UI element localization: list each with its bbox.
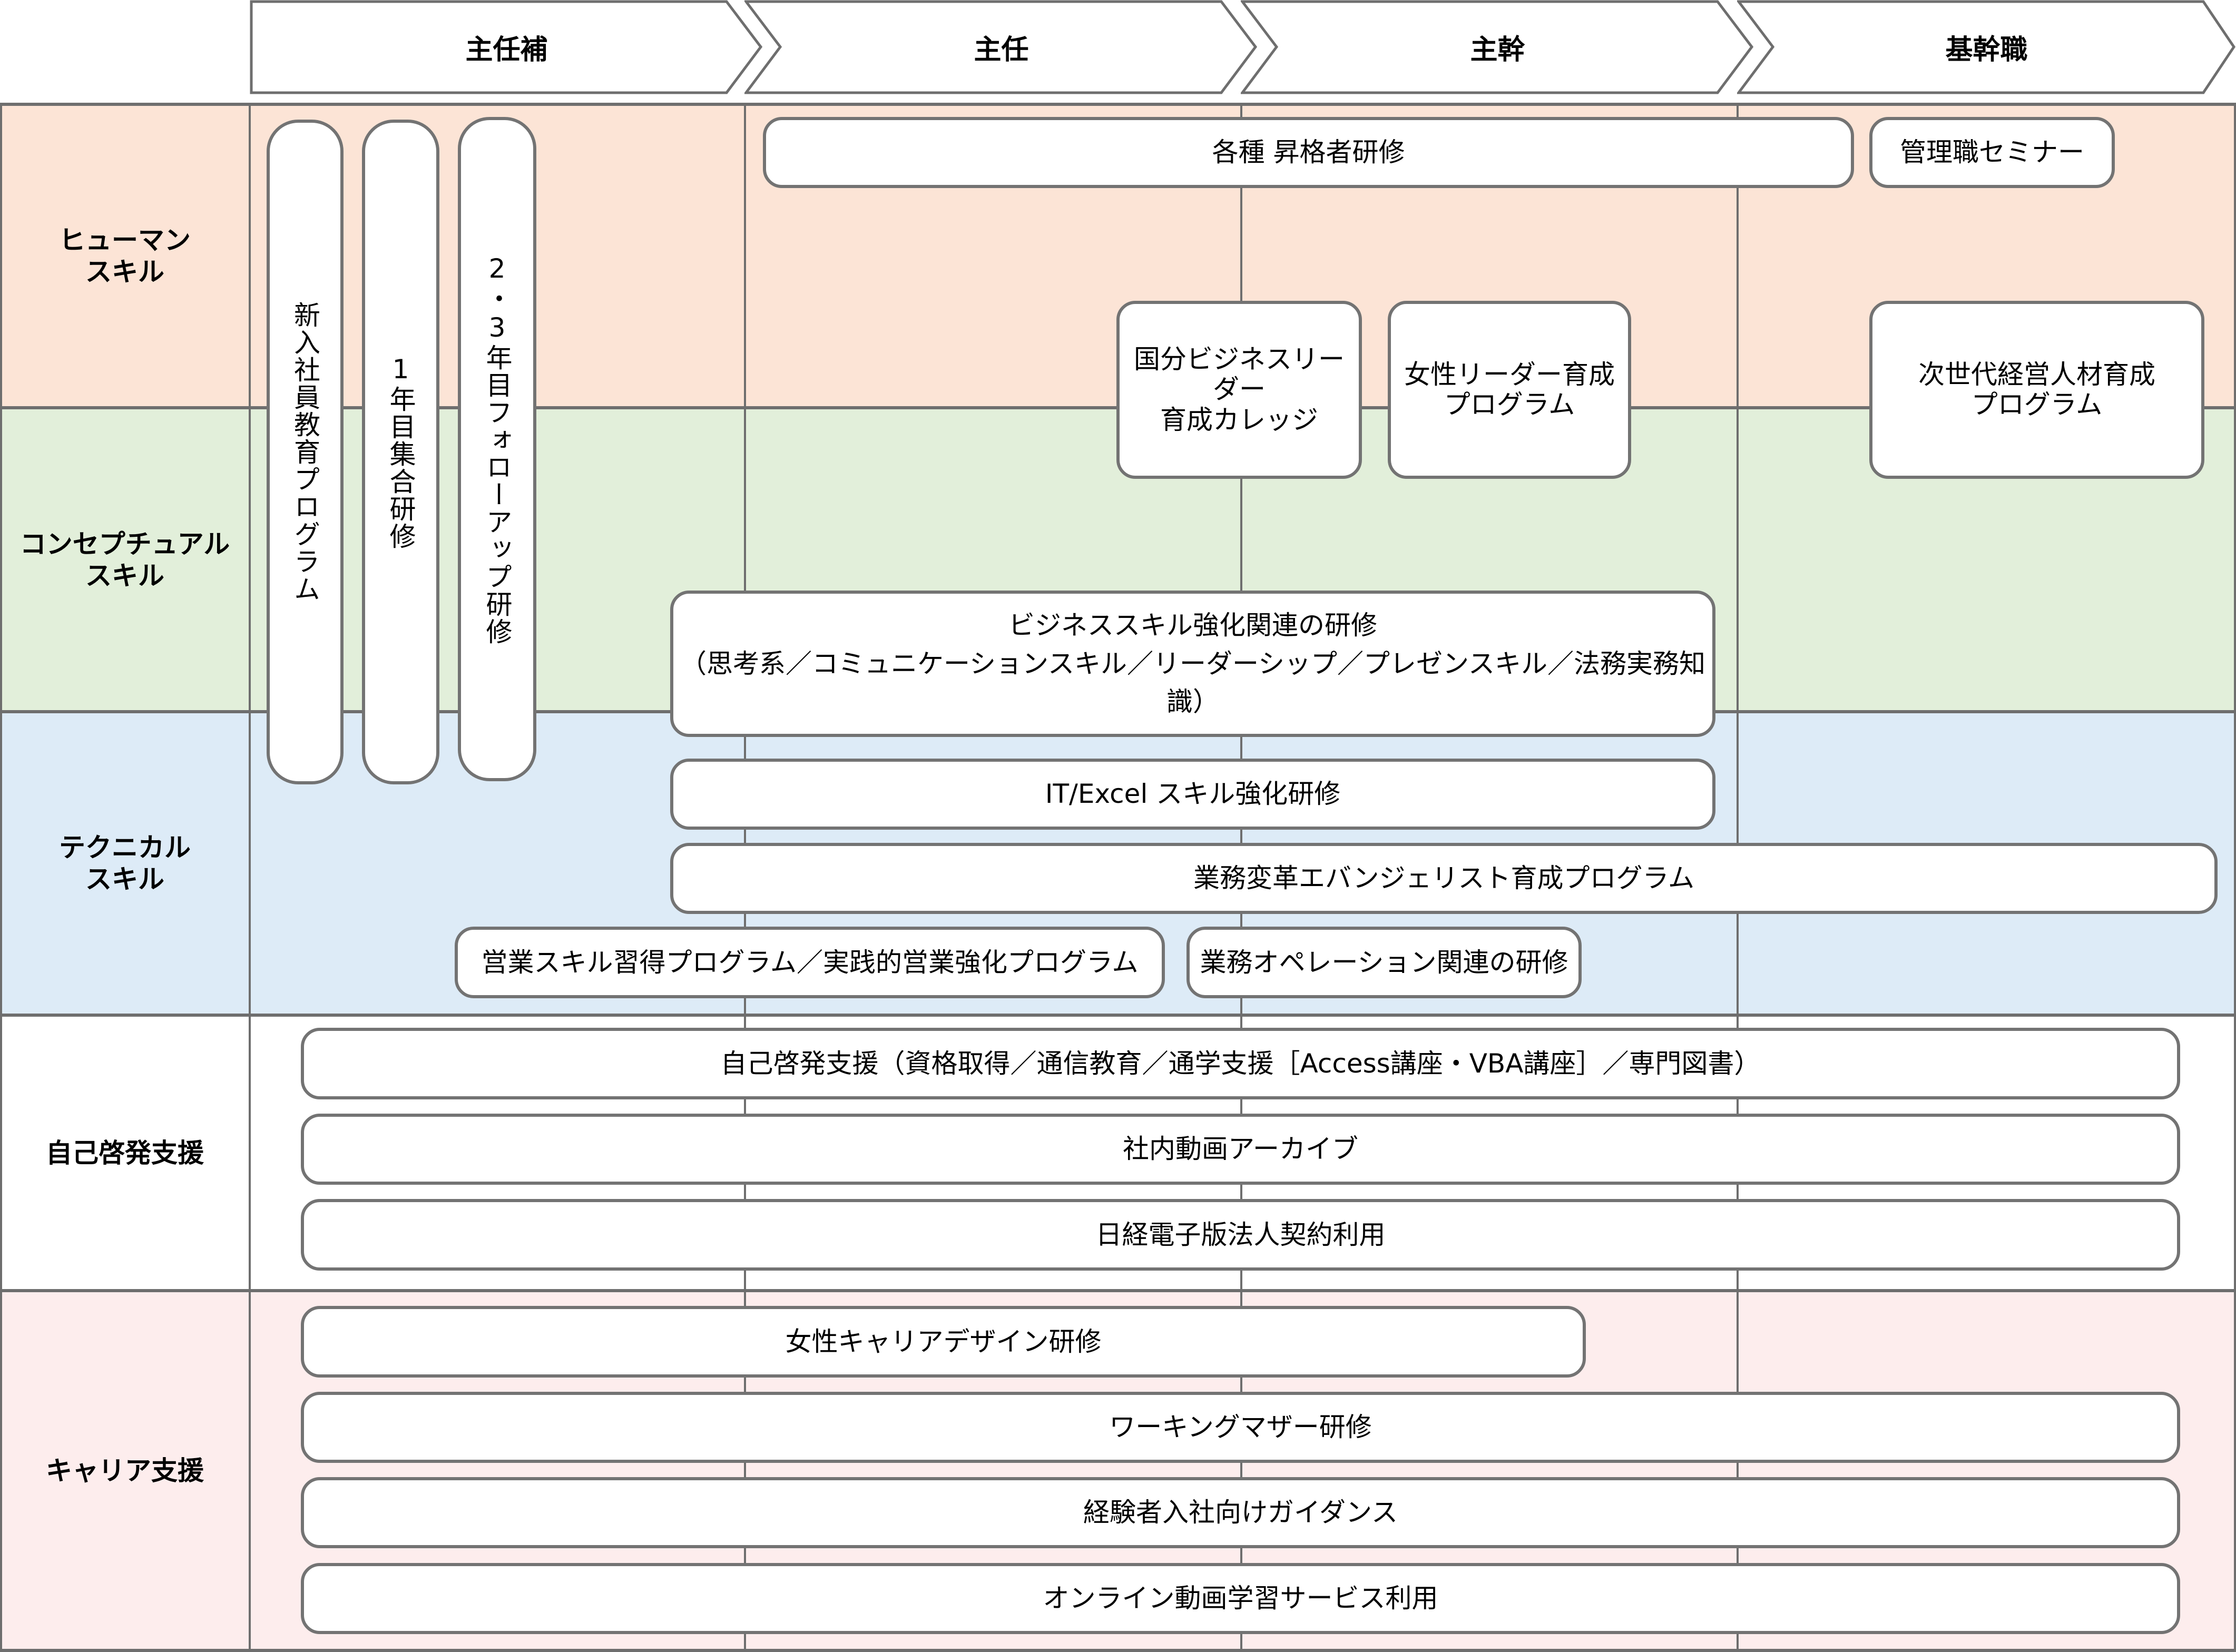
program-second-third-year: 2・3年目フォローアップ研修 [458,117,536,781]
frame-right [2234,103,2236,1652]
grade-arrow-shukan: 主幹 [1241,0,1754,94]
chevron-shape [1737,0,2236,94]
row-label: キャリア支援 [46,1455,204,1486]
chevron-shape [1241,0,1754,94]
program-self-dev: 自己啓発支援（資格取得／通信教育／通学支援［Access講座・VBA講座］／専門… [301,1028,2180,1099]
program-it-excel: IT/Excel スキル強化研修 [670,759,1715,830]
column-divider-label [249,103,251,1652]
program-business-skill: ビジネススキル強化関連の研修 （思考系／コミュニケーションスキル／リーダーシップ… [670,591,1715,737]
program-operations: 業務オペレーション関連の研修 [1186,927,1582,998]
row-label: 自己啓発支援 [46,1137,204,1168]
grade-arrow-shunin: 主任 [744,0,1258,94]
program-online-video: オンライン動画学習サービス利用 [301,1563,2180,1634]
program-midcareer-guidance: 経験者入社向けガイダンス [301,1477,2180,1548]
program-new-employee: 新入社員教育プログラム [267,120,344,784]
program-manager-seminar: 管理職セミナー [1869,117,2115,188]
program-women-career: 女性キャリアデザイン研修 [301,1306,1586,1378]
program-evangelist: 業務変革エバンジェリスト育成プログラム [670,843,2218,914]
row-label: テクニカル スキル [59,832,191,894]
program-nikkei: 日経電子版法人契約利用 [301,1199,2180,1271]
chevron-shape [250,0,763,94]
chevron-shape [744,0,1258,94]
program-sales-skill: 営業スキル習得プログラム／実践的営業強化プログラム [455,927,1165,998]
program-video-archive: 社内動画アーカイブ [301,1114,2180,1185]
program-working-mother: ワーキングマザー研修 [301,1392,2180,1463]
grade-arrow-shunin-ho: 主任補 [250,0,763,94]
row-label: ヒューマン スキル [59,225,191,287]
program-kokubu-college: 国分ビジネスリーダー 育成カレッジ [1116,301,1362,479]
row-label: コンセプチュアル スキル [19,528,230,591]
grade-arrow-kikanshoku: 基幹職 [1737,0,2236,94]
program-label: 2・3年目フォローアップ研修 [482,253,513,645]
program-label: 新入社員教育プログラム [290,301,320,603]
grade-label: 主任補 [465,34,548,66]
program-women-leader: 女性リーダー育成 プログラム [1388,301,1631,479]
grade-label: 主任 [974,34,1029,66]
program-next-gen-mgmt: 次世代経営人材育成 プログラム [1869,301,2204,479]
program-first-year: 1年目集合研修 [362,120,439,784]
frame-left [0,103,2,1652]
grade-label: 基幹職 [1945,34,2028,66]
program-label: 1年目集合研修 [385,354,416,550]
grade-label: 主幹 [1470,34,1525,66]
program-promotion-training: 各種 昇格者研修 [763,117,1854,188]
